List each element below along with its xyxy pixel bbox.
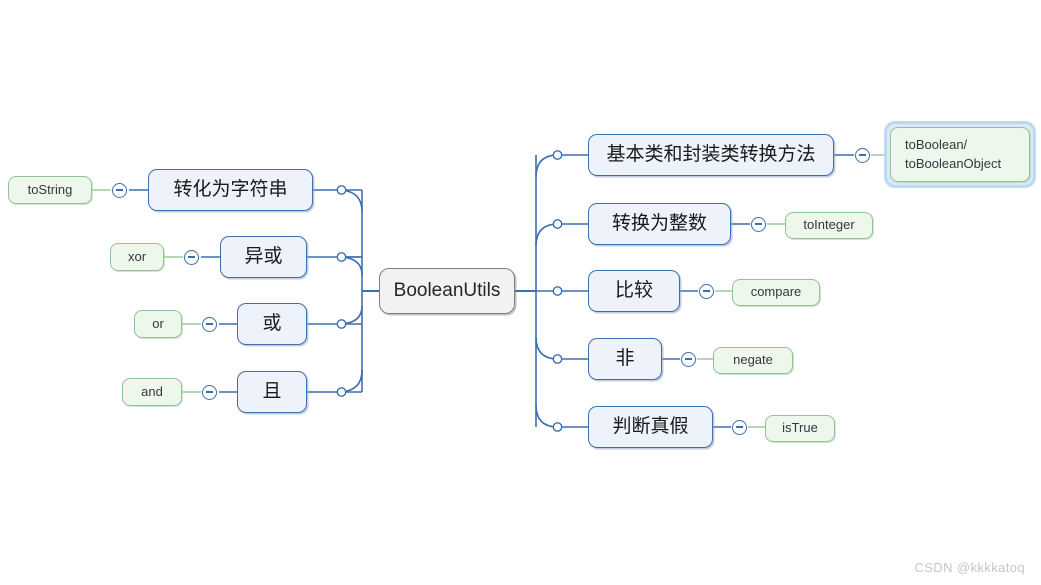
- leaf-node-or[interactable]: or: [134, 310, 182, 338]
- leaf-node-tointeger[interactable]: toInteger: [785, 212, 873, 239]
- leaf-node-xor[interactable]: xor: [110, 243, 164, 271]
- branch-node-is-true[interactable]: 判断真假: [588, 406, 713, 448]
- collapse-toggle-compare[interactable]: [699, 283, 714, 299]
- watermark-text: CSDN @kkkkatoq: [914, 560, 1025, 575]
- leaf-node-tostring[interactable]: toString: [8, 176, 92, 204]
- branch-node-compare[interactable]: 比较: [588, 270, 680, 312]
- collapse-toggle-xor[interactable]: [184, 249, 199, 265]
- collapse-toggle-negate[interactable]: [681, 351, 696, 367]
- root-node-booleanutils[interactable]: BooleanUtils: [379, 268, 515, 314]
- collapse-toggle-is-true[interactable]: [732, 419, 747, 435]
- collapse-toggle-to-integer[interactable]: [751, 216, 766, 232]
- branch-node-to-integer[interactable]: 转换为整数: [588, 203, 731, 245]
- collapse-toggle-or[interactable]: [202, 316, 217, 332]
- leaf-node-negate[interactable]: negate: [713, 347, 793, 374]
- branch-node-and[interactable]: 且: [237, 371, 307, 413]
- leaf-node-toboolean[interactable]: toBoolean/ toBooleanObject: [890, 127, 1030, 182]
- branch-node-xor[interactable]: 异或: [220, 236, 307, 278]
- leaf-node-and[interactable]: and: [122, 378, 182, 406]
- branch-node-to-string[interactable]: 转化为字符串: [148, 169, 313, 211]
- collapse-toggle-and[interactable]: [202, 384, 217, 400]
- collapse-toggle-primitive-wrapper-conversion[interactable]: [855, 147, 870, 163]
- branch-node-negate[interactable]: 非: [588, 338, 662, 380]
- branch-node-primitive-wrapper-conversion[interactable]: 基本类和封装类转换方法: [588, 134, 834, 176]
- leaf-node-istrue[interactable]: isTrue: [765, 415, 835, 442]
- branch-node-or[interactable]: 或: [237, 303, 307, 345]
- leaf-node-compare[interactable]: compare: [732, 279, 820, 306]
- collapse-toggle-tostring[interactable]: [112, 182, 127, 198]
